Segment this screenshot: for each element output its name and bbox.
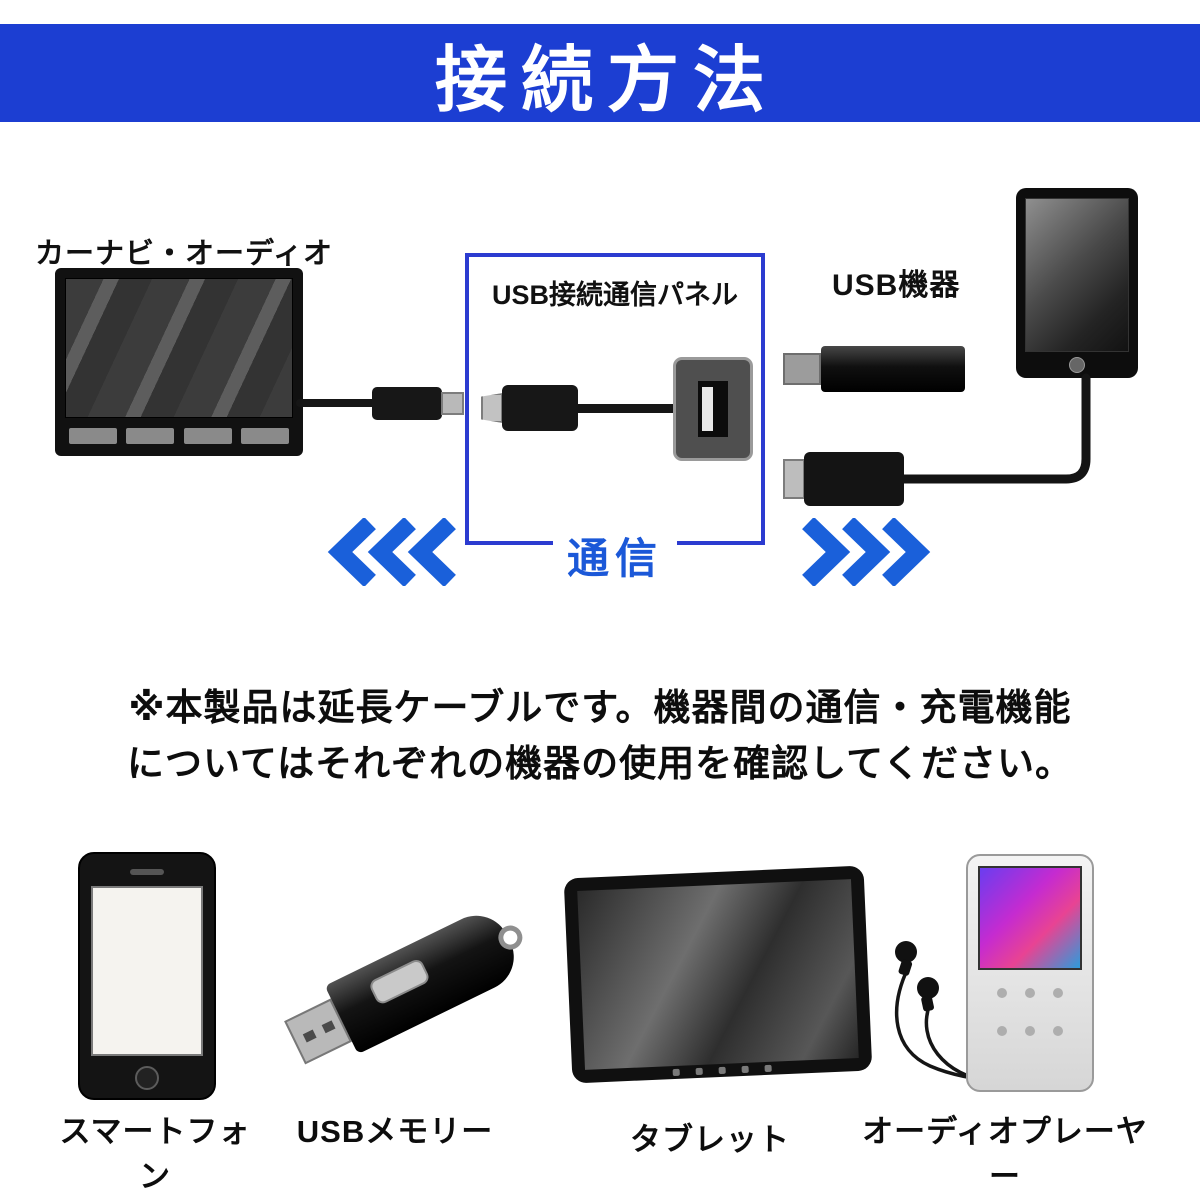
usb-plug-tip: [783, 459, 805, 499]
usb-plug-tip: [441, 392, 464, 415]
car-audio-label: カーナビ・オーディオ: [35, 238, 333, 270]
audio-player-label: オーディオプレーヤー: [862, 1114, 1148, 1194]
audio-player-image: [880, 850, 1140, 1102]
player-control-dot: [997, 1026, 1007, 1036]
player-control-dot: [1025, 988, 1035, 998]
phone-home-button: [135, 1066, 159, 1090]
usb-port: [698, 381, 728, 437]
usb-device-label: USB機器: [832, 269, 961, 302]
communication-label-wrap: 通信: [465, 525, 765, 586]
phone-speaker: [130, 869, 164, 875]
navi-button: [126, 428, 175, 444]
portable-usb-device: [1016, 188, 1138, 378]
header-banner: 接続方法: [0, 24, 1200, 122]
car-navigation-buttons: [65, 418, 293, 454]
note-line-2: についてはそれぞれの機器の使用を確認してください。: [127, 742, 1073, 784]
audio-player-screen: [978, 866, 1082, 970]
tablet-button-dot: [695, 1067, 703, 1076]
usb-device-cable: [899, 373, 1091, 484]
tablet-screen: [577, 879, 859, 1070]
note-line-1: ※本製品は延長ケーブルです。機器間の通信・充電機能: [128, 687, 1072, 728]
car-navigation-device: [55, 268, 303, 456]
micro-usb-plug-body: [502, 385, 578, 431]
usb-stick-tip: [783, 353, 821, 385]
navi-usb-cable: [296, 399, 376, 407]
usb-memory-label: USBメモリー: [296, 1114, 494, 1149]
usb-port-panel: [673, 357, 753, 461]
tablet-image: [563, 865, 873, 1084]
usb-memory-image: [282, 880, 532, 1095]
player-control-dot: [1053, 988, 1063, 998]
left-arrows-icon: [327, 518, 456, 586]
tablet-button-dot: [741, 1065, 749, 1074]
usb-plug-body: [372, 387, 442, 420]
tablet-button-dot: [718, 1066, 726, 1075]
audio-player-controls: [988, 988, 1072, 1036]
player-control-dot: [1025, 1026, 1035, 1036]
tablet-button-dot: [672, 1068, 680, 1077]
smartphone-label: スマートフォン: [59, 1114, 251, 1194]
usb-stick-body: [821, 346, 965, 392]
tablet-button-dot: [764, 1064, 772, 1073]
navi-button: [69, 428, 117, 444]
right-arrows-icon: [802, 518, 931, 586]
note-text: ※本製品は延長ケーブルです。機器間の通信・充電機能 についてはそれぞれの機器の使…: [0, 680, 1200, 791]
usb-stick: [783, 346, 965, 392]
usb-memory-stick: [278, 899, 536, 1077]
phone-screen: [91, 886, 203, 1056]
communication-label: 通信: [552, 525, 677, 586]
portable-device-home-button: [1069, 357, 1085, 373]
usb-port-tongue: [702, 387, 713, 431]
portable-device-screen: [1025, 198, 1129, 352]
car-navigation-screen: [65, 278, 293, 418]
audio-player-body: [966, 854, 1094, 1092]
usb-panel-box: USB接続通信パネル: [465, 253, 765, 545]
player-control-dot: [997, 988, 1007, 998]
page-title: 接続方法: [434, 40, 779, 121]
tablet-buttons: [672, 1064, 772, 1077]
usb-plug-body: [804, 452, 904, 506]
usb-panel-label: USB接続通信パネル: [491, 280, 738, 310]
tablet-label: タブレット: [630, 1122, 790, 1157]
player-control-dot: [1053, 1026, 1063, 1036]
navi-button: [183, 428, 232, 444]
micro-usb-plug-tip: [481, 393, 503, 423]
panel-cable: [576, 404, 676, 413]
smartphone-image: [78, 852, 216, 1100]
navi-button: [240, 428, 289, 444]
